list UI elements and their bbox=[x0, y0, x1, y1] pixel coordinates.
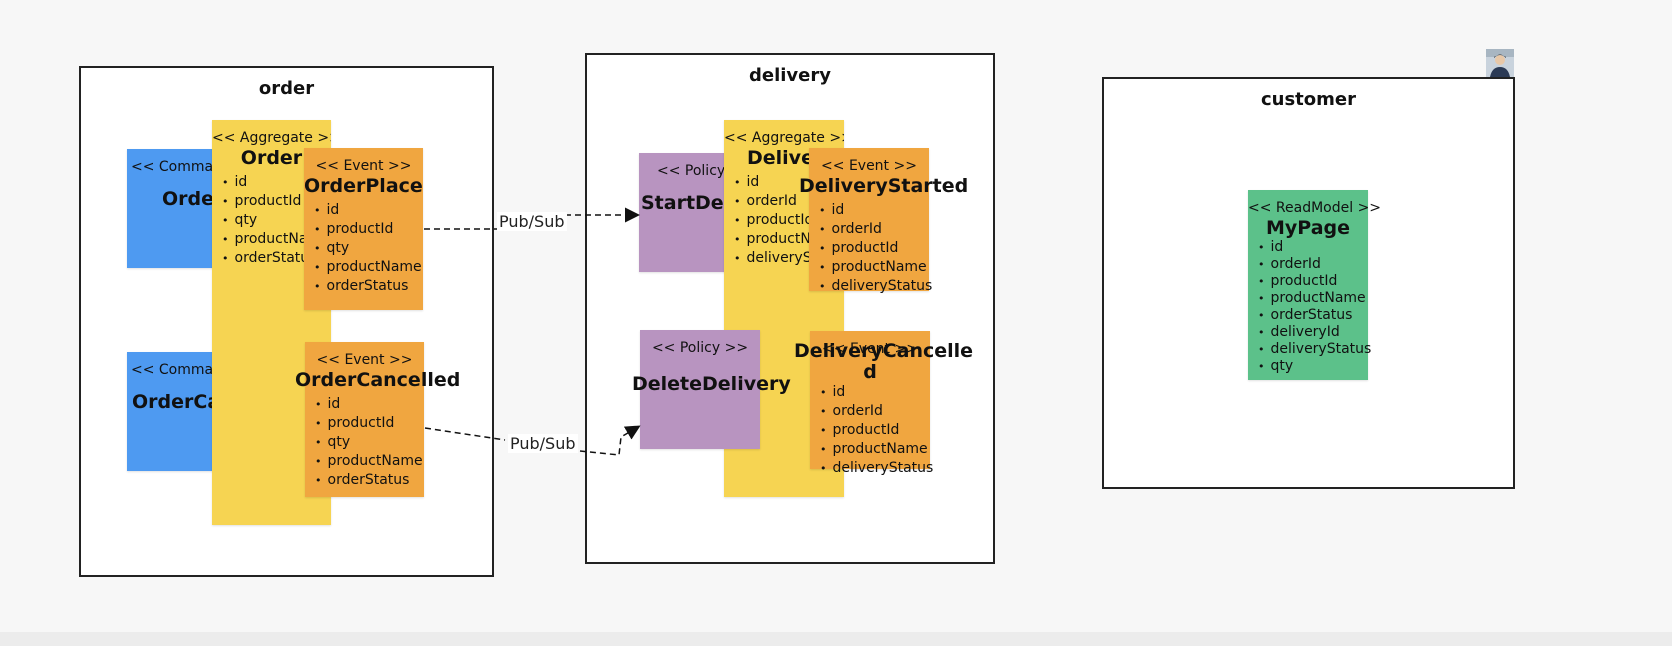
event-sticky-order-cancelled[interactable]: << Event >> OrderCancelled idproductIdqt… bbox=[295, 342, 460, 497]
sticky-name: DeleteDelivery bbox=[632, 373, 791, 395]
attribute-item: id bbox=[326, 201, 423, 220]
attribute-item: productName bbox=[831, 258, 929, 277]
attribute-list: idproductIdqtyproductNameorderStatus bbox=[304, 201, 423, 296]
sticky-name: Order bbox=[240, 147, 303, 169]
attribute-item: orderStatus bbox=[326, 277, 423, 296]
attribute-list: idorderIdproductIdproductNamedeliverySta… bbox=[810, 383, 934, 478]
sticky-stereotype: << Aggregate >> bbox=[212, 130, 331, 146]
attribute-item: deliveryId bbox=[1270, 324, 1368, 341]
attribute-item: productName bbox=[327, 452, 424, 471]
attribute-item: qty bbox=[326, 239, 423, 258]
sticky-stereotype: << Policy >> bbox=[657, 163, 729, 179]
sticky-stereotype: << Policy >> bbox=[651, 340, 749, 356]
attribute-item: productId bbox=[832, 421, 930, 440]
attribute-list: idproductIdqtyproductNameorderStatus bbox=[212, 173, 331, 268]
bottom-scrollbar-track[interactable] bbox=[0, 632, 1672, 646]
pubsub-label-2: Pub/Sub bbox=[508, 434, 578, 453]
attribute-item: deliveryStatus bbox=[1270, 341, 1372, 358]
sticky-name: MyPage bbox=[1265, 217, 1350, 239]
policy-sticky-delete-delivery[interactable]: << Policy >> DeleteDelivery bbox=[632, 330, 791, 449]
event-sticky-delivery-started[interactable]: << Event >> DeliveryStarted idorderIdpro… bbox=[799, 148, 968, 294]
pubsub-label-1: Pub/Sub bbox=[497, 212, 567, 231]
sticky-name: OrderPlaced bbox=[304, 175, 423, 197]
pubsub-connector-1[interactable] bbox=[424, 215, 637, 230]
attribute-item: productId bbox=[746, 211, 844, 230]
attribute-item: id bbox=[1270, 239, 1368, 256]
pubsub-connector-2[interactable] bbox=[424, 427, 638, 456]
attribute-item: productId bbox=[1270, 273, 1368, 290]
event-sticky-order-placed[interactable]: << Event >> OrderPlaced idproductIdqtypr… bbox=[304, 148, 423, 310]
attribute-item: productName bbox=[326, 258, 423, 277]
sticky-name-line2: d bbox=[863, 361, 877, 383]
bounded-context-title: order bbox=[258, 78, 315, 99]
sticky-stereotype: << Event >> bbox=[822, 341, 918, 357]
bounded-context-title: delivery bbox=[749, 65, 831, 86]
attribute-item: id bbox=[746, 173, 844, 192]
attribute-item: id bbox=[234, 173, 331, 192]
attribute-item: qty bbox=[1270, 358, 1368, 375]
attribute-item: orderStatus bbox=[1270, 307, 1368, 324]
attribute-item: orderStatus bbox=[327, 471, 424, 490]
user-avatar[interactable] bbox=[1486, 49, 1514, 77]
attribute-list: idproductIdqtyproductNameorderStatus bbox=[305, 395, 424, 490]
attribute-list: idorderIdproductIdproductNamedeliverySta… bbox=[809, 201, 933, 296]
sticky-stereotype: << Event >> bbox=[316, 352, 413, 368]
sticky-name: OrderCancel bbox=[132, 391, 217, 413]
attribute-item: orderStatus bbox=[234, 249, 331, 268]
attribute-item: id bbox=[327, 395, 424, 414]
bounded-context-title: customer bbox=[1260, 89, 1356, 110]
command-sticky-order-place[interactable]: << Command >> OrderPlace bbox=[127, 149, 217, 268]
command-sticky-order-cancel[interactable]: << Command >> OrderCancel bbox=[127, 352, 217, 471]
attribute-item: deliveryStatus bbox=[831, 277, 933, 296]
sticky-name-line1: DeliveryCancelle bbox=[794, 340, 974, 362]
avatar-image bbox=[1486, 49, 1514, 77]
attribute-item: productId bbox=[831, 239, 929, 258]
policy-sticky-start-delivery[interactable]: << Policy >> StartDelivery bbox=[639, 153, 729, 272]
attribute-item: productId bbox=[234, 192, 331, 211]
sticky-stereotype: << Command >> bbox=[131, 159, 217, 175]
event-sticky-delivery-cancelled[interactable]: << Event >> DeliveryCancelle d idorderId… bbox=[794, 331, 973, 476]
attribute-item: productId bbox=[326, 220, 423, 239]
attribute-item: id bbox=[831, 201, 929, 220]
sticky-name: DeliveryCancelle d bbox=[794, 341, 973, 383]
sticky-stereotype: << Command >> bbox=[131, 362, 217, 378]
sticky-name: DeliveryStarted bbox=[799, 175, 969, 197]
attribute-item: orderId bbox=[1270, 256, 1368, 273]
sticky-stereotype: << Event >> bbox=[315, 158, 412, 174]
readmodel-sticky-mypage[interactable]: << ReadModel >> MyPage idorderIdproductI… bbox=[1248, 190, 1382, 380]
attribute-item: orderId bbox=[832, 402, 930, 421]
sticky-name: OrderCancelled bbox=[295, 369, 461, 391]
attribute-item: deliveryStatus bbox=[832, 459, 934, 478]
sticky-stereotype: << Aggregate >> bbox=[724, 130, 844, 146]
sticky-name: OrderPlace bbox=[162, 188, 217, 210]
attribute-item: id bbox=[832, 383, 930, 402]
attribute-item: orderId bbox=[831, 220, 929, 239]
sticky-name: StartDelivery bbox=[641, 192, 729, 214]
sticky-stereotype: << Event >> bbox=[821, 158, 917, 174]
attribute-list: idorderIdproductIdproductNameorderStatus… bbox=[1248, 239, 1372, 375]
attribute-item: orderId bbox=[746, 192, 844, 211]
attribute-item: productId bbox=[327, 414, 424, 433]
attribute-item: productName bbox=[1270, 290, 1368, 307]
attribute-item: qty bbox=[234, 211, 331, 230]
sticky-stereotype: << ReadModel >> bbox=[1248, 200, 1382, 216]
attribute-item: qty bbox=[327, 433, 424, 452]
attribute-item: productName bbox=[832, 440, 930, 459]
